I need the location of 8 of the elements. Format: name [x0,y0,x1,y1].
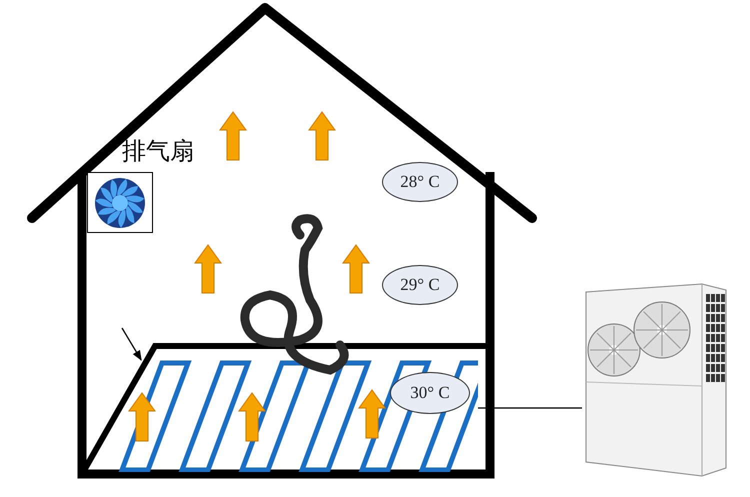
temperature-text: 28° C [400,171,440,194]
leader-arrow [121,328,142,361]
temperature-text: 29° C [400,274,440,296]
fan-label: 排气扇 [122,136,194,167]
temperature-text: 30° C [410,382,450,404]
connector-line [478,407,582,409]
temperature-ellipse [382,162,458,202]
temperature-ellipse [390,372,470,414]
